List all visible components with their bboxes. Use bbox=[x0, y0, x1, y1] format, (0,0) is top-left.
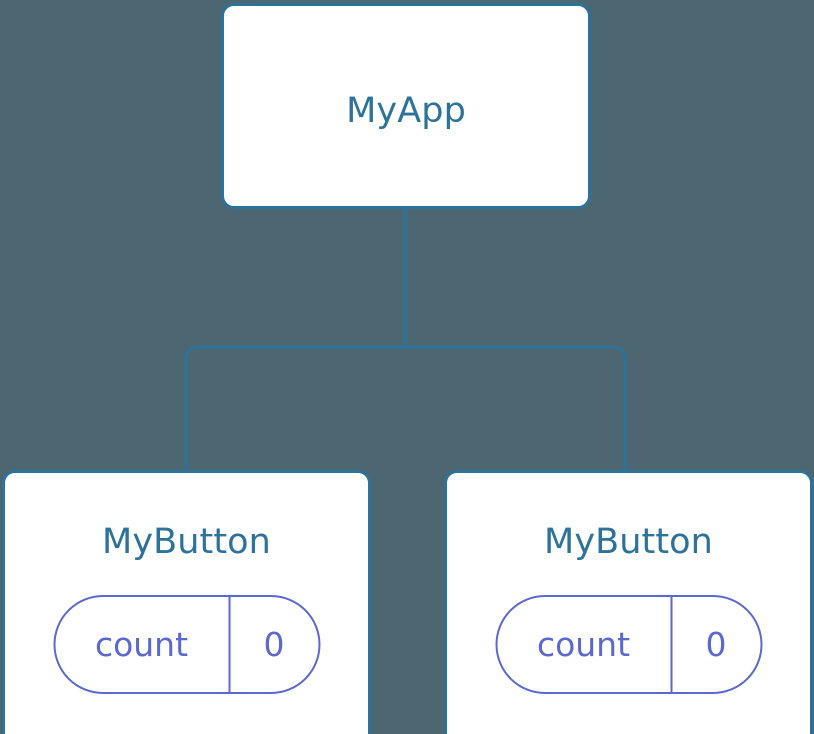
node-myapp[interactable]: MyApp bbox=[221, 3, 591, 209]
state-pill-count-2-value: 0 bbox=[705, 625, 727, 664]
state-pill-count-1[interactable]: count 0 bbox=[53, 595, 320, 694]
state-pill-count-2-key: count bbox=[497, 597, 672, 692]
node-mybutton-2-label: MyButton bbox=[544, 522, 713, 562]
state-pill-count-2[interactable]: count 0 bbox=[495, 595, 762, 694]
node-mybutton-2[interactable]: MyButton count 0 bbox=[444, 470, 813, 734]
state-pill-count-1-key: count bbox=[55, 597, 230, 692]
node-mybutton-1[interactable]: MyButton count 0 bbox=[2, 470, 371, 734]
state-pill-count-1-value: 0 bbox=[263, 625, 285, 664]
node-myapp-label: MyApp bbox=[346, 91, 466, 131]
node-mybutton-1-label: MyButton bbox=[102, 522, 271, 562]
edge-child-bus bbox=[184, 345, 627, 470]
